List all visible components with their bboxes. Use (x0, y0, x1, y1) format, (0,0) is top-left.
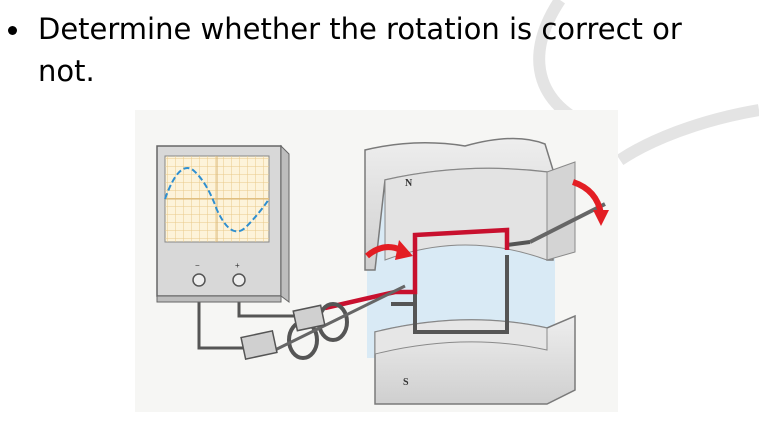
rotation-arrow-left-head (395, 240, 413, 260)
plus-label: + (235, 261, 240, 270)
south-pole-magnet (374, 314, 576, 405)
south-pole-label: S (403, 377, 409, 388)
highlighted-conductor (324, 227, 510, 311)
rotation-arrow-right-head (593, 210, 609, 226)
minus-label: − (195, 261, 200, 270)
positive-terminal (232, 273, 246, 287)
sine-trace (164, 167, 270, 233)
oscilloscope (156, 144, 290, 303)
north-pole-label: N (405, 178, 413, 189)
bullet-marker (8, 26, 17, 35)
generator-diagram: N S (135, 110, 618, 412)
negative-terminal (192, 273, 206, 287)
lead-wire-negative (197, 280, 243, 350)
brushes (240, 304, 326, 360)
bullet-text: Determine whether the rotation is correc… (38, 12, 682, 88)
